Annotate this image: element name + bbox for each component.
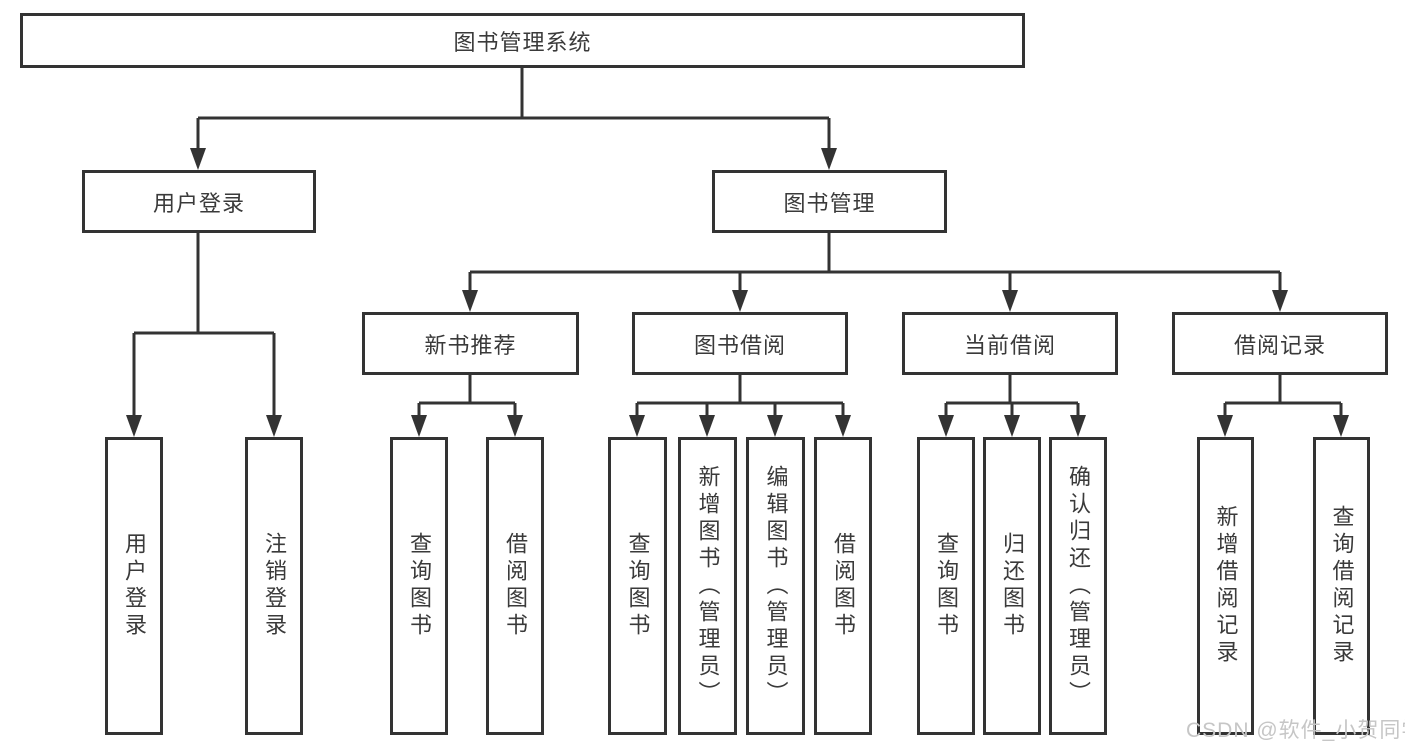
- node-label: 借阅图书: [503, 532, 528, 640]
- node-label: 借阅图书: [831, 532, 856, 640]
- node-label: 查询图书: [407, 532, 432, 640]
- node-label: 图书借阅: [693, 332, 786, 358]
- node-label: 新增图书（管理员）: [695, 464, 721, 708]
- leaf-borrow-books: 借阅图书: [814, 437, 872, 735]
- node-label: 编辑图书（管理员）: [763, 464, 789, 708]
- node-label: 用户登录: [152, 190, 245, 216]
- leaf-query-borrow-record: 查询借阅记录: [1313, 437, 1370, 735]
- node-label: 图书管理: [783, 190, 876, 216]
- node-label: 新书推荐: [424, 332, 517, 358]
- node-label: 注销登录: [262, 532, 287, 640]
- leaf-query-books: 查询图书: [608, 437, 667, 735]
- node-current-borrowing: 当前借阅: [902, 312, 1118, 375]
- leaf-user-login: 用户登录: [105, 437, 163, 735]
- node-user-login: 用户登录: [82, 170, 316, 233]
- node-label: 确认归还（管理员）: [1066, 464, 1091, 708]
- leaf-logout: 注销登录: [245, 437, 303, 735]
- node-library-management-system: 图书管理系统: [20, 13, 1025, 68]
- leaf-edit-book-admin: 编辑图书（管理员）: [746, 437, 805, 735]
- leaf-borrow-books: 借阅图书: [486, 437, 544, 735]
- leaf-return-books: 归还图书: [983, 437, 1041, 735]
- leaf-query-books: 查询图书: [917, 437, 975, 735]
- node-book-borrowing: 图书借阅: [632, 312, 848, 375]
- leaf-add-borrow-record: 新增借阅记录: [1197, 437, 1254, 735]
- node-label: 查询图书: [625, 532, 651, 640]
- node-label: 当前借阅: [963, 332, 1056, 358]
- leaf-confirm-return-admin: 确认归还（管理员）: [1049, 437, 1107, 735]
- node-label: 借阅记录: [1233, 332, 1326, 358]
- node-borrowing-records: 借阅记录: [1172, 312, 1388, 375]
- node-new-book-recommendation: 新书推荐: [362, 312, 579, 375]
- node-book-management: 图书管理: [712, 170, 947, 233]
- node-label: 用户登录: [122, 532, 147, 640]
- watermark: CSDN @软件_小贺同学: [1186, 719, 1405, 742]
- node-label: 新增借阅记录: [1213, 505, 1239, 667]
- node-label: 归还图书: [1000, 532, 1025, 640]
- leaf-add-book-admin: 新增图书（管理员）: [678, 437, 737, 735]
- leaf-query-books: 查询图书: [390, 437, 448, 735]
- node-label: 图书管理系统: [453, 29, 592, 55]
- node-label: 查询图书: [934, 532, 959, 640]
- node-label: 查询借阅记录: [1329, 505, 1355, 667]
